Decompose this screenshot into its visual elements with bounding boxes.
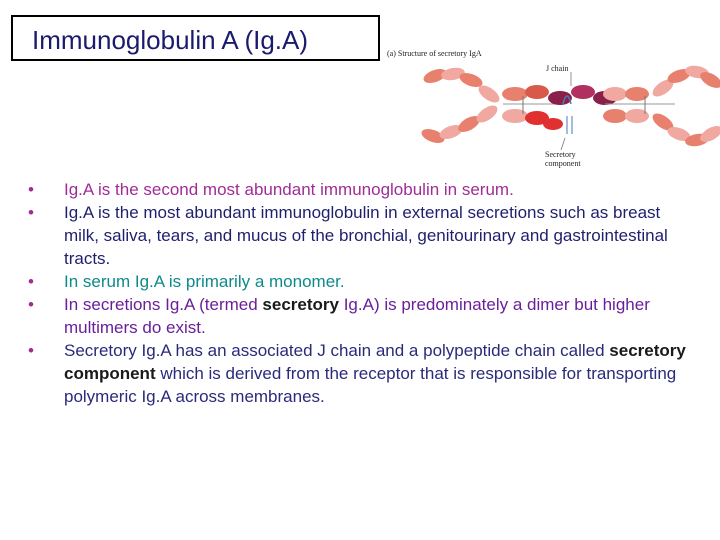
- bullet-text: In serum Ig.A is primarily a monomer.: [64, 272, 345, 291]
- bullet-bold-term: secretory component: [64, 341, 686, 383]
- secretory-component-label: Secretory component: [545, 150, 581, 168]
- right-monomer: [603, 65, 720, 147]
- left-monomer: [421, 67, 555, 143]
- bullet-text: Ig.A is the second most abundant immunog…: [64, 180, 514, 199]
- bullet-dot: •: [28, 203, 34, 222]
- bullet-dot: •: [28, 295, 34, 314]
- bullet-item: • Secretory Ig.A has an associated J cha…: [28, 339, 688, 408]
- bullet-dot: •: [28, 272, 34, 291]
- secretory-iga-diagram: [421, 65, 720, 151]
- figure-caption: (a) Structure of secretory IgA: [387, 49, 482, 58]
- bullet-item: • Ig.A is the most abundant immunoglobul…: [28, 201, 688, 270]
- title-box: Immunoglobulin A (Ig.A): [11, 15, 380, 61]
- bullet-text-pre: Secretory Ig.A has an associated J chain…: [64, 341, 610, 360]
- bullet-text-post: which is derived from the receptor that …: [64, 364, 677, 406]
- bullet-item: • In secretions Ig.A (termed secretory I…: [28, 293, 688, 339]
- bullet-bold-term: secretory: [262, 295, 339, 314]
- bullet-text-pre: In secretions Ig.A (termed: [64, 295, 263, 314]
- bullet-dot: •: [28, 341, 34, 360]
- bullet-text: Ig.A is the most abundant immunoglobulin…: [64, 203, 668, 268]
- j-chain-label: J chain: [546, 64, 569, 73]
- bullet-dot: •: [28, 180, 34, 199]
- bullet-list: • Ig.A is the second most abundant immun…: [28, 178, 688, 408]
- center: [543, 72, 617, 151]
- page-title: Immunoglobulin A (Ig.A): [32, 25, 309, 55]
- bullet-item: • Ig.A is the second most abundant immun…: [28, 178, 688, 201]
- bullet-text-post: Ig.A) is predominately a dimer but highe…: [64, 295, 650, 337]
- bullet-item: • In serum Ig.A is primarily a monomer.: [28, 270, 688, 293]
